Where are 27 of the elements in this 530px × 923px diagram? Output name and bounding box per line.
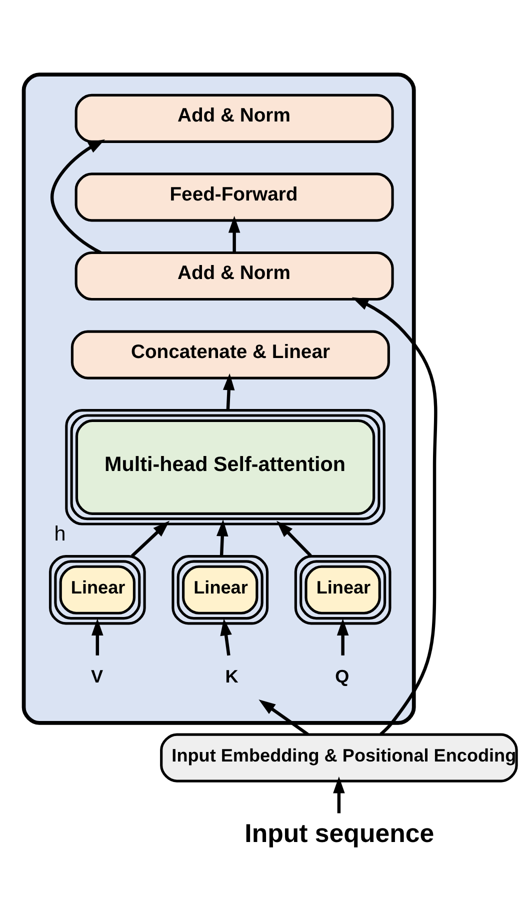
arrow (222, 372, 235, 410)
node-text: V (90, 666, 104, 686)
arrow (228, 215, 240, 252)
arrow (352, 296, 438, 735)
arrow (220, 618, 232, 656)
node-text: K (225, 666, 238, 686)
node-box: Add & Norm (74, 250, 394, 300)
node-box: Add & Norm (74, 93, 394, 142)
arrow (258, 698, 309, 736)
node-box: Linear (294, 554, 392, 624)
node-text: Input sequence (244, 819, 434, 848)
node-box: Feed-Forward (74, 172, 394, 222)
node-text: Q (335, 666, 350, 686)
arrow (336, 618, 349, 655)
node-box: Multi-head Self-attention (65, 408, 386, 525)
node-box: Concatenate & Linear (70, 330, 390, 379)
node-box: Linear (48, 554, 146, 624)
arrow (216, 518, 228, 556)
node-label: h (54, 522, 66, 546)
arrow (276, 520, 312, 556)
node-box: Linear (172, 554, 269, 624)
arrow (50, 138, 106, 254)
cluster (22, 72, 416, 724)
arrow (130, 520, 170, 557)
arrow (333, 776, 345, 813)
node-box: Input Embedding & Positional Encoding (160, 732, 518, 782)
arrow (92, 618, 104, 655)
